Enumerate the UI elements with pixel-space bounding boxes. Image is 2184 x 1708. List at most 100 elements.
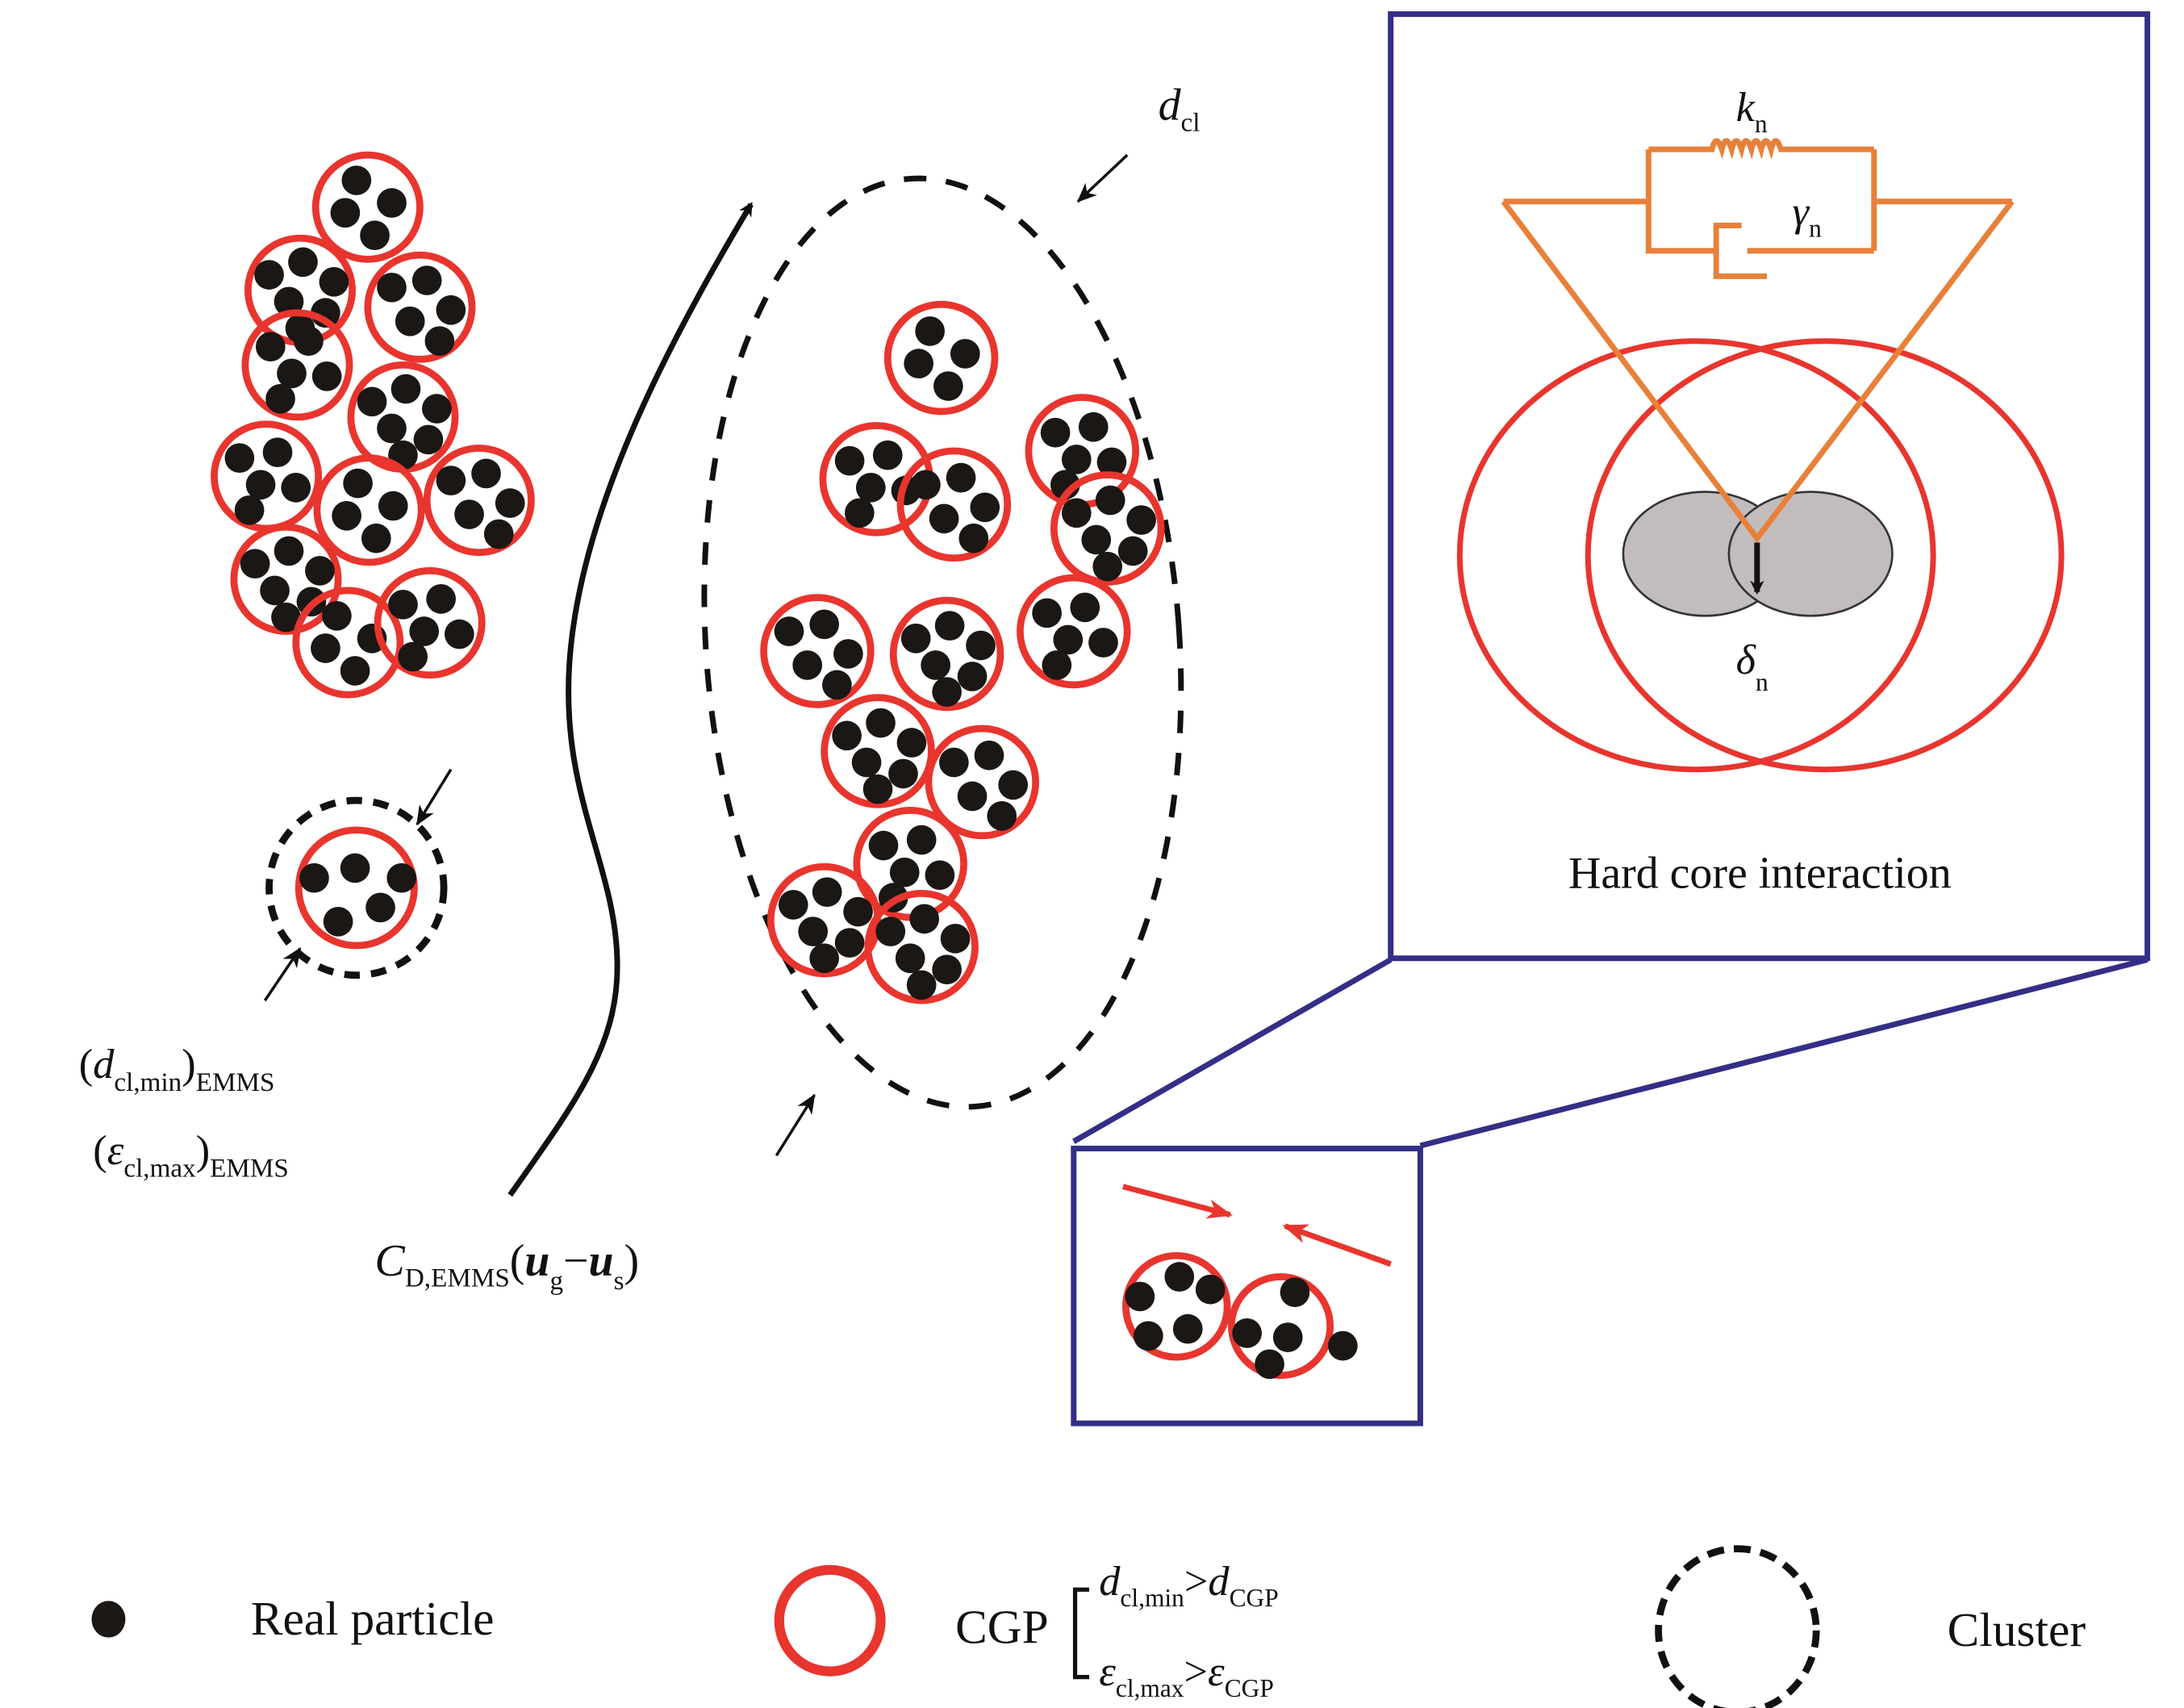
cluster-cgp-group [760,300,1165,1004]
cgp [925,725,1040,840]
cgp-boundary [883,300,999,416]
real-particle [395,306,425,336]
real-particle [1134,1321,1163,1351]
real-particle [1328,1330,1358,1361]
real-particle [240,549,270,579]
legend-cgp-condition-1: dcl,min>dCGP [1099,1558,1278,1612]
real-particle [832,720,862,751]
real-particle [277,358,307,389]
label-eps-cl-max-emms: (εcl,max)EMMS [93,1127,289,1184]
real-particle [851,747,882,778]
real-particle [929,503,959,534]
real-particle [915,316,945,346]
real-particle [388,589,418,620]
real-particle [436,466,466,495]
real-particle [299,862,329,893]
real-particle [1096,447,1127,478]
label-k-n: kn [1736,84,1768,138]
colliding-cgps [1122,1251,1358,1380]
real-particle [357,386,387,417]
real-particle [1172,1313,1203,1344]
real-particle [311,633,340,663]
zoom-connector-right [1419,957,2149,1149]
real-particle [413,424,444,455]
cgp-boundary [925,725,1040,840]
flow-arrow [507,202,754,1197]
real-particle [322,600,352,631]
real-particle [888,758,918,789]
real-particle [974,740,1004,770]
real-particle [1070,592,1100,623]
real-particle [1078,411,1109,442]
legend-cluster-label: Cluster [1948,1603,2086,1656]
real-particle [911,470,941,500]
legend-cgp-label: CGP [955,1601,1049,1654]
cgp-boundary [864,890,979,1004]
cgp-icon [774,1564,886,1677]
minimum-cluster [265,796,448,979]
real-particle [262,437,293,468]
real-particle [822,670,852,700]
cgp-boundary [896,447,1012,562]
real-particle [833,639,863,669]
core-particle-right [1727,491,1894,617]
cluster-icon [1655,1545,1820,1708]
label-gamma-n: γn [1792,188,1822,242]
real-particle [340,853,370,883]
real-particle [436,294,466,325]
cgp [313,454,425,566]
real-particle [1272,1322,1303,1352]
real-particle [895,943,925,974]
cgp [423,445,535,557]
cgp [896,447,1012,562]
real-particle [332,500,361,531]
inset-cgp-right [1585,338,2065,773]
cgp-boundary [1050,471,1165,586]
cgp [1017,574,1131,689]
real-particle [255,332,286,362]
cgp [864,890,979,1004]
legend-cluster: Cluster [1655,1545,2086,1708]
cgp-boundary [313,454,425,566]
cgp-boundary [1122,1251,1231,1361]
real-particle [998,770,1029,800]
real-particle [809,609,840,640]
real-particle [424,326,455,357]
real-particle [254,260,284,290]
d-cl-arrow [1076,153,1129,203]
cgp [821,694,935,808]
real-particle [1061,498,1092,528]
real-particle [843,896,873,927]
cgp [1050,471,1165,586]
dense-cgp-group [211,151,535,699]
legend-cgp: CGP dcl,min>dCGP εcl,max>εCGP [774,1558,1279,1702]
real-particle [1040,417,1071,448]
real-particle [330,198,361,228]
real-particle [426,584,456,614]
real-particle [422,394,452,424]
real-particle [377,413,407,444]
real-particle [774,616,804,646]
real-particle [445,619,474,649]
real-particle [311,361,342,391]
cgp [1228,1273,1358,1380]
real-particle [234,495,265,525]
real-particle [1126,505,1156,535]
cgp-boundary [1228,1273,1334,1380]
legend-cgp-condition-2: εcl,max>εCGP [1099,1648,1274,1702]
real-particle [471,458,501,489]
real-particle [939,747,969,778]
real-particle [409,616,440,646]
cluster-boundary [701,175,1184,1110]
legend-real-particle-label: Real particle [251,1592,495,1645]
real-particle [1232,1318,1262,1348]
real-particle [361,523,391,553]
inset-hard-core: kn γn δn Hard core interaction [1456,84,2065,898]
cgp [364,251,476,363]
real-particle [834,445,865,476]
cgp-boundary [374,567,486,679]
real-particle [940,923,971,954]
real-particle [900,623,931,654]
cgp-boundary [241,309,353,421]
